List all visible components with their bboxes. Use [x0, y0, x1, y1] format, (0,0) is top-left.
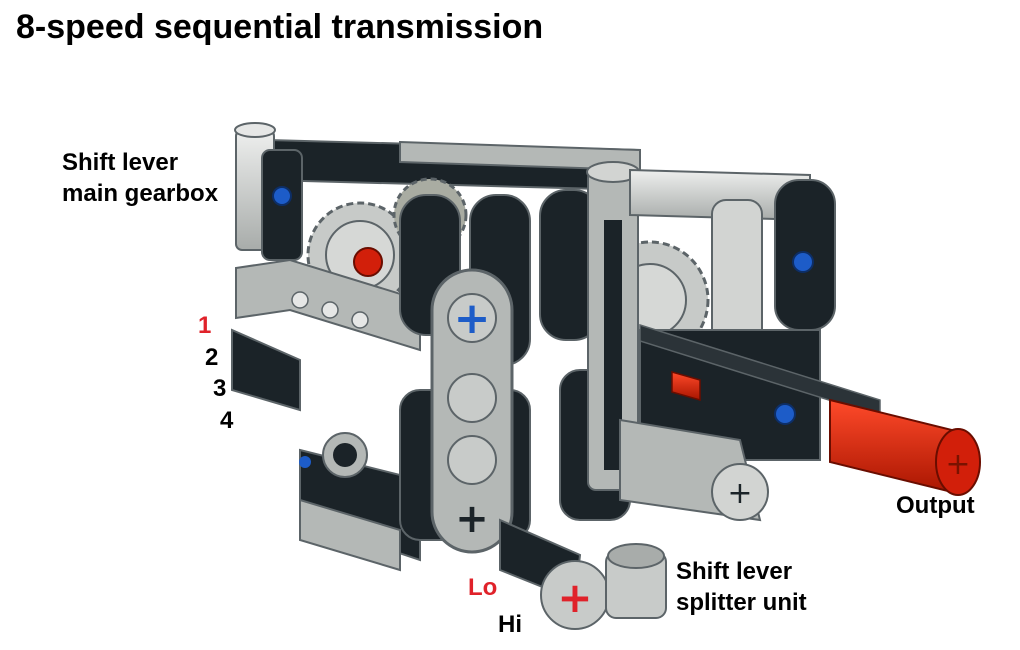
lower-left-gray-beam	[235, 258, 421, 352]
shift-lever-splitter-label: Shift lever splitter unit	[676, 556, 807, 618]
svg-text:+: +	[455, 496, 489, 542]
gear-position-2: 2	[205, 344, 219, 371]
page-title: 8-speed sequential transmission	[16, 8, 544, 46]
shift-lever-main-label-line1: Shift lever	[62, 149, 179, 176]
output-connector: +	[829, 398, 981, 496]
central-gray-post	[586, 161, 640, 491]
front-shift-beam: + +	[430, 268, 514, 554]
splitter-hi-label: Hi	[498, 611, 522, 638]
right-lower-frame: +	[619, 329, 821, 522]
shift-lever-main-label: Shift lever main gearbox	[62, 147, 218, 209]
shift-lever-main-label-line2: main gearbox	[62, 180, 219, 207]
svg-text:+: +	[454, 293, 491, 344]
shift-lever-splitter-unit: +	[499, 518, 667, 630]
right-top-frame	[629, 168, 836, 351]
rear-top-beam	[267, 138, 641, 192]
gear-position-1: 1	[198, 312, 212, 339]
splitter-lo-label: Lo	[468, 574, 498, 601]
output-label: Output	[896, 492, 975, 519]
shift-lever-splitter-label-line2: splitter unit	[676, 589, 807, 616]
shift-lever-splitter-label-line1: Shift lever	[676, 558, 793, 585]
lower-left-frame	[231, 328, 421, 572]
shift-lever-main-post	[234, 122, 303, 261]
gear-position-3: 3	[213, 375, 227, 402]
svg-text:+: +	[945, 447, 970, 482]
gear-position-4: 4	[220, 407, 234, 434]
svg-text:+: +	[557, 573, 592, 622]
svg-text:+: +	[727, 476, 752, 511]
